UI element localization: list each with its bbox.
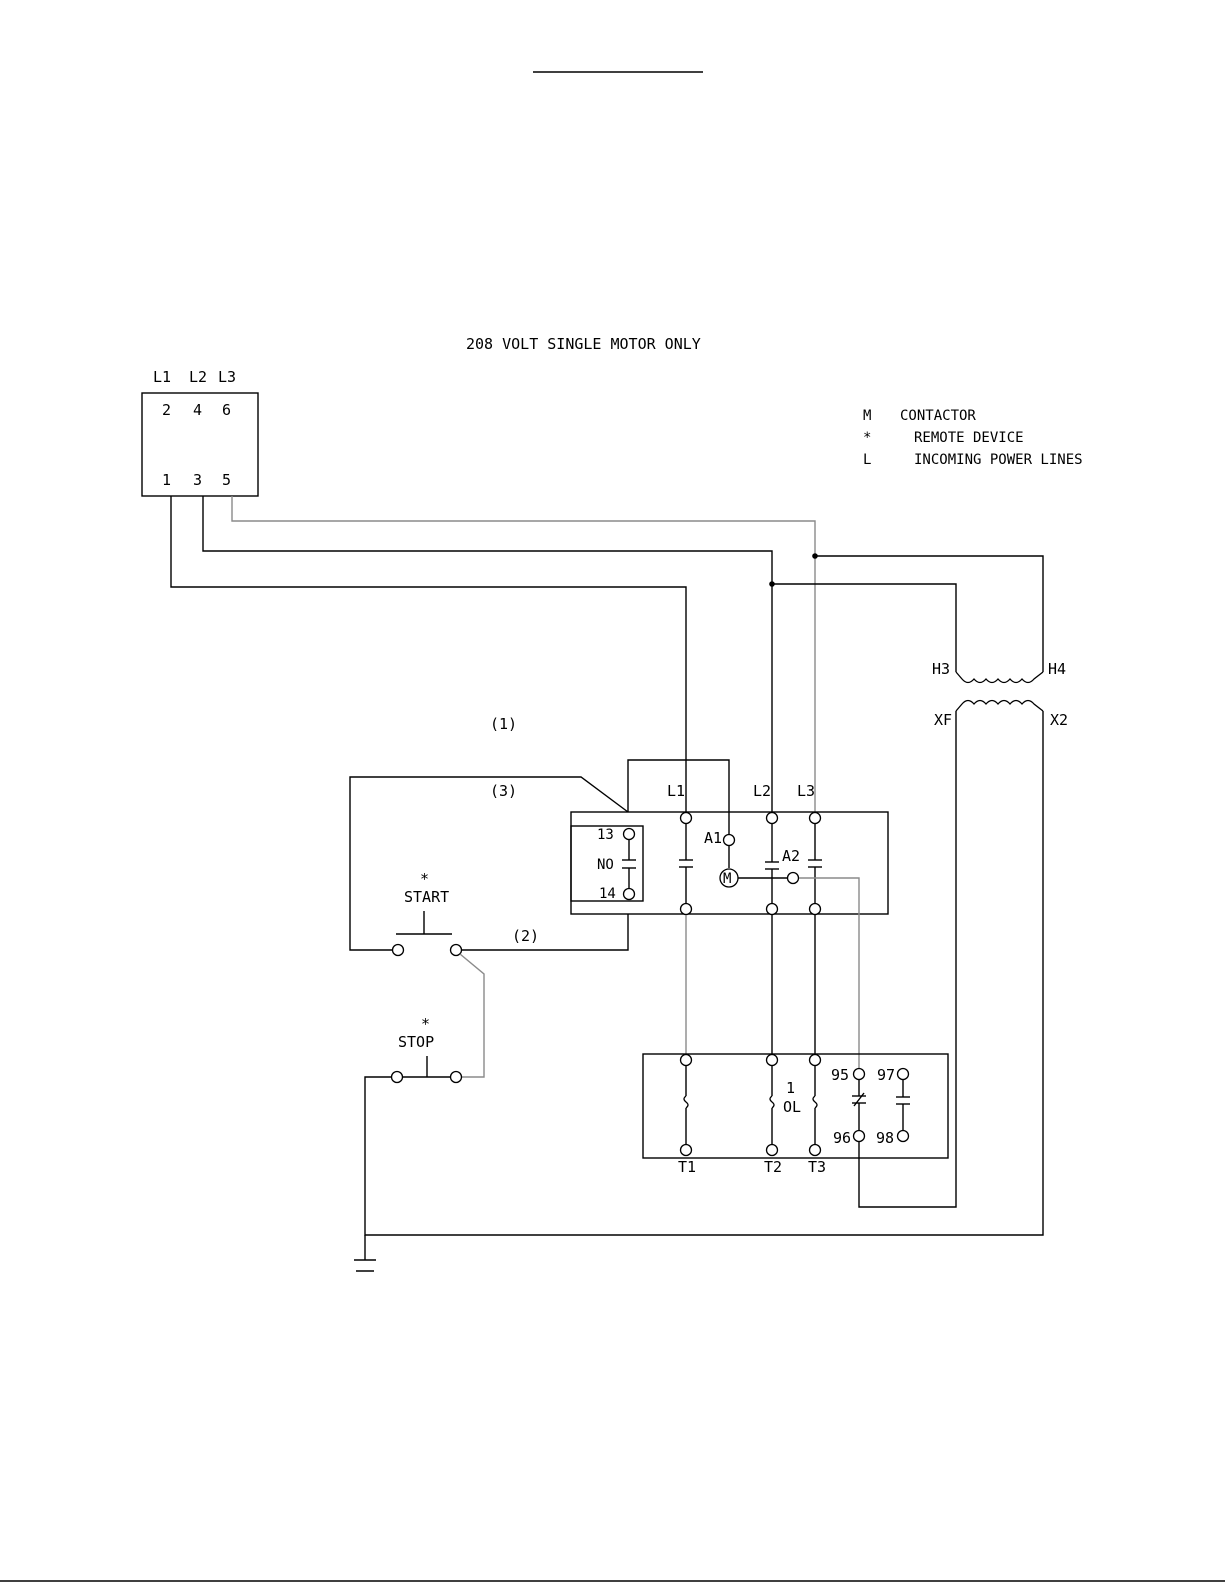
overload-output-t3: T3: [808, 1158, 826, 1176]
overload-terminal-96-circle: [854, 1131, 865, 1142]
wire-terminal-5-to-l3: [232, 496, 815, 812]
transformer-x2-label: X2: [1050, 711, 1068, 729]
aux-terminal-14: 14: [599, 886, 616, 902]
transformer-secondary-coil: [956, 701, 1043, 712]
overload-t1-bottom-terminal: [681, 1145, 692, 1156]
legend-symbol-contactor: M: [863, 408, 871, 424]
disconnect-terminal-2: 2: [162, 401, 171, 419]
transformer-h4-label: H4: [1048, 660, 1066, 678]
overload-t2-bottom-terminal: [767, 1145, 778, 1156]
stop-remote-mark: *: [421, 1015, 430, 1033]
ground-icon: [354, 1235, 376, 1271]
start-button: * START: [393, 870, 462, 956]
legend-text-lines: INCOMING POWER LINES: [914, 452, 1083, 468]
disconnect-terminal-6: 6: [222, 401, 231, 419]
wire-3-aux-to-start: [350, 777, 628, 950]
start-label: START: [404, 888, 449, 906]
overload-output-t2: T2: [764, 1158, 782, 1176]
contactor-l1-bottom-terminal: [681, 904, 692, 915]
overload-terminal-95: 95: [831, 1066, 849, 1084]
overload-relay: 1 OL 95 96 97 98 T1 T2 T3: [643, 1054, 948, 1176]
coil-m-symbol: M: [723, 871, 731, 887]
overload-t2-top-terminal: [767, 1055, 778, 1066]
contactor-l1-label: L1: [667, 782, 685, 800]
wire-l2-to-h3: [772, 584, 956, 672]
overload-output-t1: T1: [678, 1158, 696, 1176]
junction-dot-l3: [812, 553, 818, 559]
overload-name: OL: [783, 1098, 801, 1116]
legend-symbol-lines: L: [863, 452, 871, 468]
overload-t3-bottom-terminal: [810, 1145, 821, 1156]
overload-terminal-97: 97: [877, 1066, 895, 1084]
disconnect-line-l3: L3: [218, 368, 236, 386]
contactor-l3-top-terminal: [810, 813, 821, 824]
overload-terminal-96: 96: [833, 1129, 851, 1147]
diagram-title: 208 VOLT SINGLE MOTOR ONLY: [466, 335, 701, 353]
transformer-h3-label: H3: [932, 660, 950, 678]
wire-terminal-1-to-l1: [171, 496, 686, 812]
wire-number-3: (3): [490, 782, 517, 800]
legend: M CONTACTOR * REMOTE DEVICE L INCOMING P…: [863, 408, 1083, 468]
wire-number-1: (1): [490, 715, 517, 733]
legend-text-contactor: CONTACTOR: [900, 408, 976, 424]
overload-number: 1: [786, 1079, 795, 1097]
coil-a1-terminal: [724, 835, 735, 846]
aux-terminal-13-circle: [624, 829, 635, 840]
wire-x2-to-ground: [365, 711, 1043, 1235]
wire-number-2: (2): [512, 927, 539, 945]
junction-dot-l2: [769, 581, 775, 587]
overload-t3-top-terminal: [810, 1055, 821, 1066]
coil-a2-label: A2: [782, 847, 800, 865]
overload-terminal-98-circle: [898, 1131, 909, 1142]
stop-left-terminal: [392, 1072, 403, 1083]
overload-t1-top-terminal: [681, 1055, 692, 1066]
start-right-terminal: [451, 945, 462, 956]
disconnect-terminal-5: 5: [222, 471, 231, 489]
transformer-primary-coil: [956, 672, 1043, 683]
wire-start-to-stop: [460, 954, 484, 1077]
wire-a2-to-overload-95: [799, 878, 859, 1068]
contactor-l1-top-terminal: [681, 813, 692, 824]
stop-right-terminal: [451, 1072, 462, 1083]
disconnect-switch: L1 L2 L3 2 4 6 1 3 5: [142, 368, 258, 496]
stop-label: STOP: [398, 1033, 434, 1051]
coil-a2-terminal: [788, 873, 799, 884]
overload-terminal-97-circle: [898, 1069, 909, 1080]
disconnect-line-l2: L2: [189, 368, 207, 386]
overload-terminal-98: 98: [876, 1129, 894, 1147]
legend-text-remote: REMOTE DEVICE: [914, 430, 1024, 446]
disconnect-terminal-4: 4: [193, 401, 202, 419]
contactor-l3-bottom-terminal: [810, 904, 821, 915]
aux-terminal-14-circle: [624, 889, 635, 900]
disconnect-terminal-1: 1: [162, 471, 171, 489]
coil-a1-label: A1: [704, 829, 722, 847]
overload-terminal-95-circle: [854, 1069, 865, 1080]
contactor-l2-top-terminal: [767, 813, 778, 824]
disconnect-line-l1: L1: [153, 368, 171, 386]
disconnect-terminal-3: 3: [193, 471, 202, 489]
control-transformer: H3 H4 XF X2: [932, 660, 1068, 729]
contactor-l2-label: L2: [753, 782, 771, 800]
aux-terminal-13: 13: [597, 827, 614, 843]
start-left-terminal: [393, 945, 404, 956]
start-remote-mark: *: [420, 870, 429, 888]
contactor-l2-bottom-terminal: [767, 904, 778, 915]
wire-2-start-to-aux: [460, 914, 628, 950]
stop-button: * STOP: [392, 1015, 462, 1083]
legend-symbol-remote: *: [863, 430, 871, 446]
wire-l3-to-h4: [815, 556, 1043, 672]
contactor-l3-label: L3: [797, 782, 815, 800]
transformer-xf-label: XF: [934, 711, 952, 729]
aux-no-label: NO: [597, 857, 614, 873]
